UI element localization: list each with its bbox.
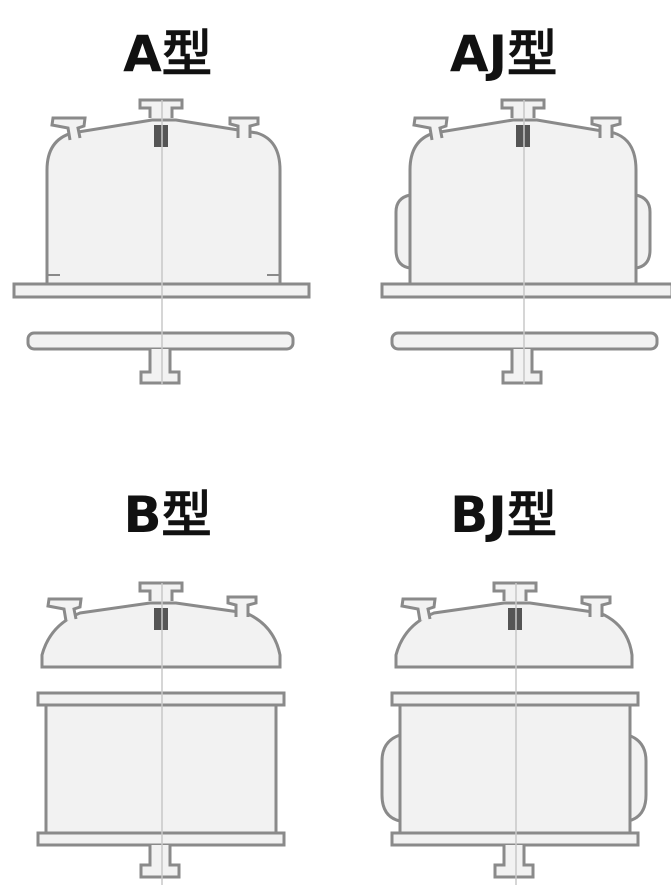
- vessel-bj-body: [398, 703, 632, 837]
- vessel-b-bottom-flange: [36, 831, 286, 847]
- vessel-a-outlet: [139, 349, 181, 385]
- vessel-b-body: [44, 703, 278, 837]
- vessel-bj-jacket-right: [627, 733, 648, 823]
- vessel-b-lid: [40, 601, 282, 669]
- vessel-bj-shaft-seal: [508, 608, 522, 630]
- vessel-aj-jacket-left: [394, 193, 411, 270]
- vessel-b-top-nozzle: [138, 581, 184, 601]
- vessel-bj-top-flange: [390, 691, 640, 707]
- vessel-a-top-nozzle: [138, 98, 184, 118]
- vessel-aj-nozzle-right: [590, 116, 622, 138]
- diagram-aj-label: AJ型: [449, 25, 558, 83]
- vessel-a-nozzle-right: [228, 116, 260, 138]
- vessel-aj-jacket-right: [635, 193, 652, 270]
- diagram-a: A型: [0, 0, 335, 445]
- vessel-b-drawing: [36, 581, 286, 885]
- vessel-b-outlet: [139, 845, 181, 879]
- vessel-aj-drawing: [380, 98, 671, 385]
- vessel-aj-shell: [408, 118, 638, 288]
- vessel-b-nozzle-right: [226, 595, 258, 617]
- vessel-bj-bottom-flange: [390, 831, 640, 847]
- vessel-b-top-flange: [36, 691, 286, 707]
- vessel-aj-nozzle-left: [412, 116, 449, 141]
- diagram-b: B型: [0, 445, 335, 890]
- vessel-bj-drawing: [380, 581, 648, 885]
- vessel-aj-flange: [380, 282, 671, 299]
- vessel-a-drawing: [12, 98, 311, 385]
- diagram-aj: AJ型: [336, 0, 671, 445]
- vessel-bj-top-nozzle: [492, 581, 538, 601]
- vessel-b-shaft-seal: [154, 608, 168, 630]
- vessel-a-bottom-plate: [26, 331, 295, 351]
- vessel-aj-shaft-seal: [516, 125, 530, 147]
- vessel-b-nozzle-left: [46, 597, 83, 622]
- diagram-b-label: B型: [123, 486, 212, 544]
- vessel-a-shaft-seal: [154, 125, 168, 147]
- diagram-a-label: A型: [123, 25, 212, 83]
- vessel-a-shell: [45, 118, 282, 288]
- vessel-bj-lid: [394, 601, 634, 669]
- diagram-bj: BJ型: [336, 445, 671, 890]
- vessel-bj-nozzle-left: [400, 597, 437, 622]
- vessel-aj-top-nozzle: [500, 98, 546, 118]
- vessel-bj-outlet: [493, 845, 535, 879]
- vessel-bj-nozzle-right: [580, 595, 612, 617]
- vessel-a-nozzle-left: [50, 116, 87, 141]
- vessel-aj-outlet: [501, 349, 543, 385]
- diagram-bj-label: BJ型: [450, 486, 557, 544]
- vessel-bj-jacket-left: [380, 733, 401, 823]
